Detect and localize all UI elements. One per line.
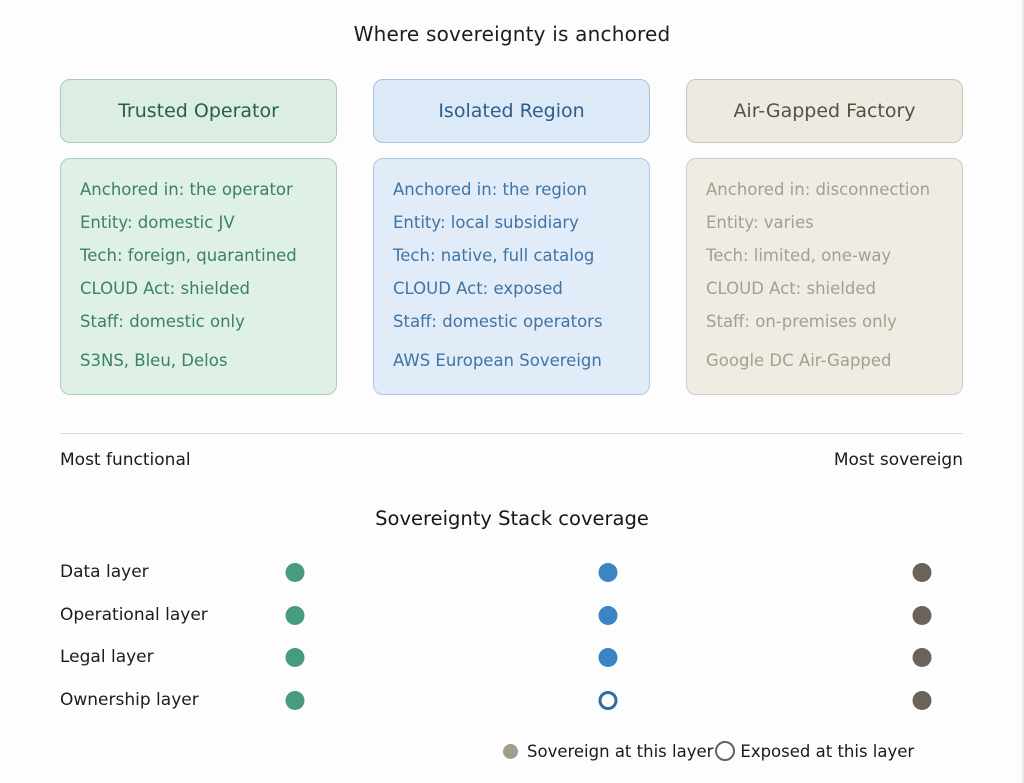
coverage-dot (912, 647, 932, 668)
attribute-cloud-act: CLOUD Act: exposed (393, 279, 563, 298)
row-label: Data layer (60, 562, 149, 583)
attribute-cloud-act: CLOUD Act: shielded (706, 279, 876, 298)
attribute-staff: Staff: on-premises only (706, 312, 897, 331)
coverage-dot (285, 605, 305, 625)
legend-exposed-label: Exposed at this layer (740, 741, 915, 761)
column-body-isolated-region: Anchored in: the region Entity: local su… (373, 158, 650, 395)
attribute-entity: Entity: local subsidiary (393, 213, 579, 232)
attribute-tech: Tech: foreign, quarantined (80, 246, 297, 265)
coverage-dot (598, 647, 618, 668)
attribute-card: Anchored in: the region Entity: local su… (373, 158, 650, 395)
attribute-anchored-in: Anchored in: the region (393, 180, 588, 199)
attribute-anchored-in: Anchored in: the operator (80, 180, 293, 199)
attribute-card: Anchored in: the operator Entity: domest… (60, 158, 337, 395)
column-header-isolated-region: Isolated Region (373, 79, 650, 143)
column-bodies-row: Anchored in: the operator Entity: domest… (60, 158, 963, 395)
coverage-dot (912, 690, 932, 710)
coverage-dot (285, 562, 305, 583)
attribute-entity: Entity: domestic JV (80, 213, 235, 232)
coverage-dot (598, 605, 618, 625)
stack-coverage-title: Sovereignty Stack coverage (375, 507, 649, 530)
attribute-card: Anchored in: disconnection Entity: varie… (686, 158, 963, 395)
axis-divider-line (60, 433, 963, 434)
coverage-dot (285, 690, 305, 710)
attribute-cloud-act: CLOUD Act: shielded (80, 279, 250, 298)
row-label: Ownership layer (60, 689, 199, 710)
coverage-dot (912, 562, 932, 583)
attribute-staff: Staff: domestic only (80, 312, 245, 331)
page-title: Where sovereignty is anchored (353, 22, 671, 46)
axis-label-most-sovereign: Most sovereign (833, 450, 963, 470)
column-isolated-region: Isolated Region (373, 79, 650, 143)
matrix-row-ownership-layer: Ownership layer (0, 679, 1024, 722)
attribute-staff: Staff: domestic operators (393, 312, 603, 331)
coverage-dot (598, 562, 618, 583)
example-providers: AWS European Sovereign (393, 351, 602, 370)
screen-edge-line (1022, 0, 1024, 783)
row-label: Legal layer (60, 647, 154, 668)
coverage-dot (912, 605, 932, 625)
example-providers: S3NS, Bleu, Delos (80, 351, 228, 370)
legend-filled-dot-icon (503, 743, 518, 759)
attribute-tech: Tech: native, full catalog (393, 246, 595, 265)
column-header-air-gapped-factory: Air-Gapped Factory (686, 79, 963, 143)
column-air-gapped-factory: Air-Gapped Factory (686, 79, 963, 143)
coverage-dot (285, 647, 305, 668)
row-label: Operational layer (60, 604, 208, 625)
column-headers-row: Trusted Operator Isolated Region Air-Gap… (60, 79, 963, 143)
column-body-trusted-operator: Anchored in: the operator Entity: domest… (60, 158, 337, 395)
legend-open-circle-icon (715, 741, 736, 761)
column-body-air-gapped-factory: Anchored in: disconnection Entity: varie… (686, 158, 963, 395)
coverage-matrix: Data layer Operational layer Legal layer… (0, 551, 1024, 721)
column-header-trusted-operator: Trusted Operator (60, 79, 337, 143)
matrix-row-legal-layer: Legal layer (0, 636, 1024, 679)
axis-label-most-functional: Most functional (60, 450, 191, 470)
attribute-tech: Tech: limited, one-way (706, 246, 892, 265)
attribute-entity: Entity: varies (706, 213, 814, 232)
coverage-dot-open (598, 690, 618, 710)
matrix-row-data-layer: Data layer (0, 551, 1024, 594)
legend-sovereign-label: Sovereign at this layer (527, 741, 714, 761)
example-providers: Google DC Air-Gapped (706, 351, 892, 370)
coverage-legend: Sovereign at this layer Exposed at this … (503, 741, 914, 761)
column-trusted-operator: Trusted Operator (60, 79, 337, 143)
attribute-anchored-in: Anchored in: disconnection (706, 180, 931, 199)
matrix-row-operational-layer: Operational layer (0, 594, 1024, 637)
